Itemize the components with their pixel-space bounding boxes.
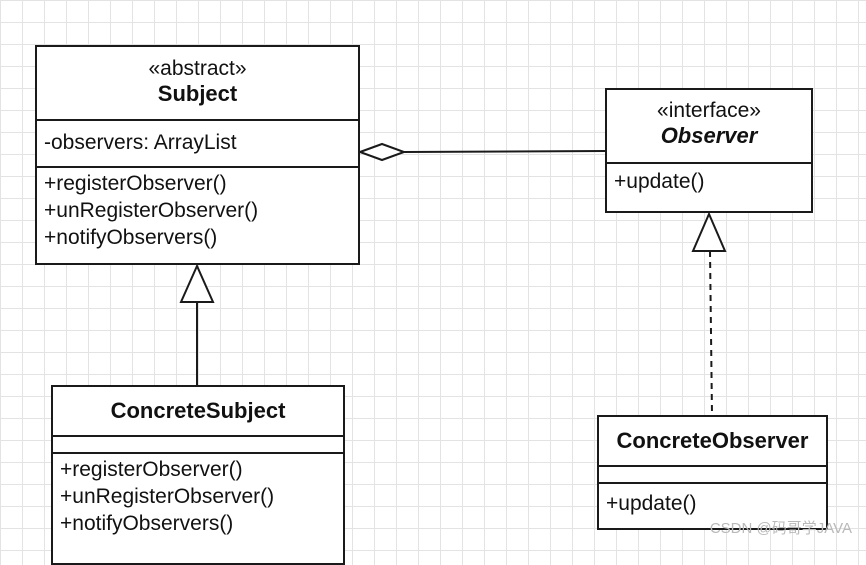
subject-operation: +registerObserver() [44, 172, 227, 195]
subject-class: «abstract» Subject -observers: ArrayList… [35, 45, 360, 265]
watermark: CSDN @码哥学JAVA [709, 520, 852, 537]
concrete-subject-class: ConcreteSubject +registerObserver() +unR… [51, 385, 345, 565]
concrete-subject-attributes [53, 437, 343, 454]
concrete-observer-attributes [599, 467, 826, 484]
subject-class-header: «abstract» Subject [37, 47, 358, 121]
concrete-subject-operations: +registerObserver() +unRegisterObserver(… [53, 454, 343, 539]
subject-operations: +registerObserver() +unRegisterObserver(… [37, 168, 358, 253]
observer-stereotype: «interface» [657, 99, 761, 122]
subject-operation: +notifyObservers() [44, 226, 218, 249]
subject-operation: +unRegisterObserver() [44, 199, 259, 222]
subject-attribute: -observers: ArrayList [44, 131, 237, 154]
observer-operation: +update() [614, 170, 705, 193]
observer-operations: +update() [607, 164, 811, 197]
concrete-subject-class-header: ConcreteSubject [53, 387, 343, 437]
subject-class-name: Subject [157, 81, 238, 106]
observer-class: «interface» Observer +update() [605, 88, 813, 213]
concrete-observer-operations: +update() [599, 484, 826, 519]
concrete-subject-operation: +registerObserver() [60, 458, 243, 481]
concrete-observer-operation: +update() [606, 492, 697, 515]
aggregation-diamond [357, 142, 407, 162]
aggregation-line [403, 150, 606, 153]
subject-stereotype: «abstract» [148, 57, 247, 80]
observer-class-name: Observer [660, 123, 758, 148]
generalization-arrowhead [179, 263, 215, 303]
concrete-observer-class-name: ConcreteObserver [616, 428, 809, 453]
relationship-lines [179, 142, 727, 416]
concrete-subject-operation: +unRegisterObserver() [60, 485, 275, 508]
subject-attributes: -observers: ArrayList [37, 121, 358, 168]
concrete-observer-class: ConcreteObserver +update() [597, 415, 828, 530]
concrete-subject-operation: +notifyObservers() [60, 512, 234, 535]
concrete-subject-class-name: ConcreteSubject [110, 398, 286, 423]
concrete-observer-class-header: ConcreteObserver [599, 417, 826, 467]
realization-arrowhead [691, 211, 727, 252]
realization-line [709, 250, 713, 416]
observer-class-header: «interface» Observer [607, 90, 811, 164]
